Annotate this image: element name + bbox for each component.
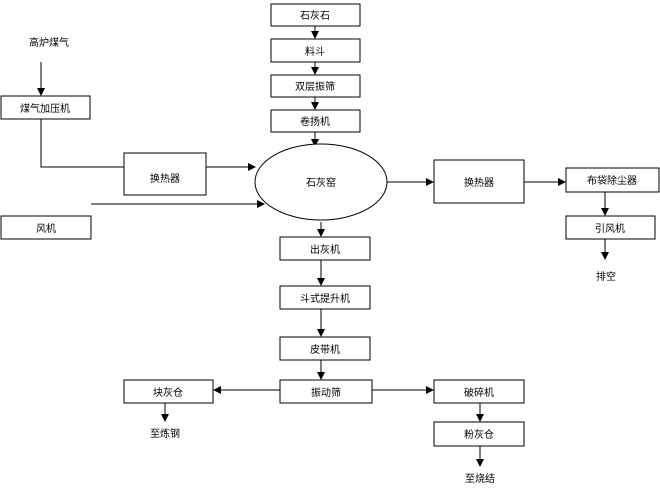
- ash-discharger-box: 出灰机: [279, 236, 371, 261]
- heat-exchanger-right-label: 换热器: [464, 176, 494, 189]
- fan-box: 风机: [0, 215, 92, 240]
- exhaust-label: 排空: [596, 270, 616, 283]
- ash-discharger-label: 出灰机: [310, 243, 340, 256]
- crusher-label: 破碎机: [464, 386, 494, 399]
- bag-filter-box: 布袋除尘器: [565, 167, 660, 193]
- induced-fan-box: 引风机: [565, 215, 656, 240]
- lump-bin-label: 块灰仓: [153, 386, 183, 399]
- kiln-ellipse: 石灰窑: [254, 143, 388, 221]
- bucket-elevator-label: 斗式提升机: [300, 292, 350, 305]
- heat-exchanger-right-box: 换热器: [433, 159, 525, 204]
- to-steelmaking-label: 至炼钢: [150, 427, 180, 440]
- bucket-elevator-box: 斗式提升机: [279, 285, 371, 310]
- fan-label: 风机: [36, 222, 56, 235]
- gas-booster-label: 煤气加压机: [20, 102, 70, 115]
- induced-fan-label: 引风机: [595, 222, 625, 235]
- limestone-label: 石灰石: [300, 9, 330, 22]
- powder-bin-label: 粉灰仓: [464, 428, 494, 441]
- belt-conveyor-box: 皮带机: [279, 336, 371, 361]
- limestone-box: 石灰石: [270, 3, 361, 27]
- lump-bin-box: 块灰仓: [123, 379, 214, 404]
- connectors: [37, 26, 609, 467]
- belt-conveyor-label: 皮带机: [310, 343, 340, 356]
- to-sintering-label: 至烧结: [465, 472, 495, 485]
- double-screen-box: 双层振筛: [270, 74, 361, 98]
- winch-label: 卷扬机: [300, 115, 330, 128]
- vibrating-screen-box: 振动筛: [279, 379, 373, 404]
- crusher-box: 破碎机: [433, 379, 525, 404]
- hopper-label: 料斗: [305, 45, 325, 58]
- winch-box: 卷扬机: [270, 109, 361, 133]
- double-screen-label: 双层振筛: [295, 80, 335, 93]
- heat-exchanger-left-label: 换热器: [150, 172, 180, 185]
- heat-exchanger-left-box: 换热器: [123, 152, 207, 196]
- powder-bin-box: 粉灰仓: [433, 421, 525, 447]
- vibrating-screen-label: 振动筛: [311, 386, 341, 399]
- gas-booster-box: 煤气加压机: [0, 95, 91, 120]
- hopper-box: 料斗: [270, 38, 361, 63]
- kiln-label: 石灰窑: [306, 176, 336, 189]
- blast-gas-label: 高炉煤气: [29, 36, 69, 49]
- bag-filter-label: 布袋除尘器: [587, 174, 637, 187]
